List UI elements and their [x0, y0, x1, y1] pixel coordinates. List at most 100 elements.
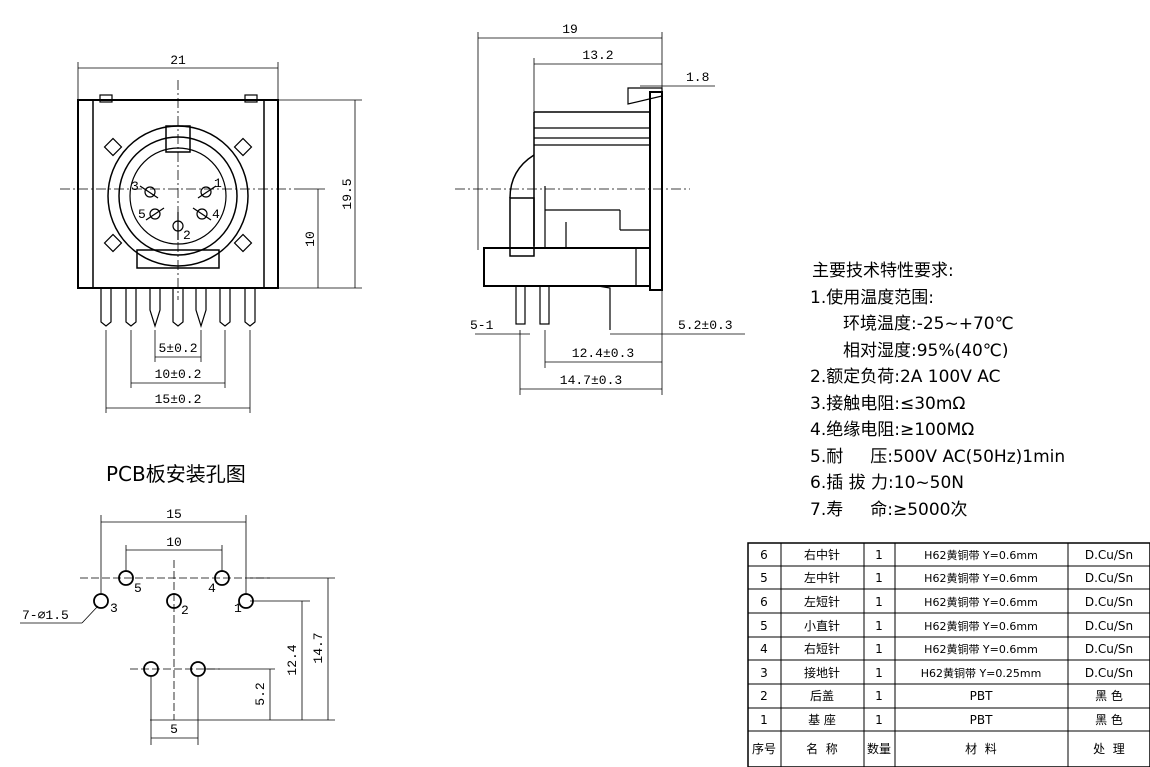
pcb-dim-14-7: 14.7	[311, 632, 326, 663]
header-finish: 处 理	[1093, 742, 1125, 756]
spec-line-8: 6.插 拔 力:10~50N	[810, 473, 964, 493]
dim-side-5-1: 5-1	[470, 318, 494, 333]
dim-pin-15: 15±0.2	[155, 392, 202, 407]
cell-material: H62黄铜带 Y=0.25mm	[921, 666, 1042, 680]
cell-qty: 1	[875, 713, 883, 727]
dim-mid-10: 10	[303, 231, 318, 247]
dim-pin-10: 10±0.2	[155, 367, 202, 382]
spec-line-2: 环境温度:-25~+70℃	[843, 314, 1014, 334]
dim-side-12-4: 12.4±0.3	[572, 346, 634, 361]
cell-qty: 1	[875, 571, 883, 585]
cell-no: 5	[760, 619, 768, 633]
pcb-dim-10: 10	[166, 535, 182, 550]
pin-label-2: 2	[183, 228, 191, 243]
pcb-dim-5-2: 5.2	[253, 682, 268, 705]
cell-no: 5	[760, 571, 768, 585]
pcb-layout	[20, 515, 335, 745]
cell-material: H62黄铜带 Y=0.6mm	[924, 619, 1038, 633]
hole-label-1: 1	[234, 601, 242, 616]
parts-table: 6 右中针 1 H62黄铜带 Y=0.6mm D.Cu/Sn 5 左中针 1 H…	[752, 547, 1133, 756]
spec-line-5: 3.接触电阻:≤30mΩ	[810, 394, 965, 414]
cell-material: PBT	[970, 713, 993, 727]
spec-line-3: 相对湿度:95%(40℃)	[843, 341, 1009, 361]
table-row: 5 小直针 1 H62黄铜带 Y=0.6mm D.Cu/Sn	[760, 618, 1133, 633]
cell-finish: D.Cu/Sn	[1085, 595, 1133, 609]
cell-finish: D.Cu/Sn	[1085, 666, 1133, 680]
cell-name: 右短针	[804, 641, 840, 656]
dim-side-13-2: 13.2	[582, 48, 613, 63]
cell-name: 右中针	[804, 547, 840, 562]
spec-line-6: 4.绝缘电阻:≥100MΩ	[810, 420, 974, 440]
cell-material: PBT	[970, 689, 993, 703]
header-no: 序号	[752, 741, 776, 756]
dim-pin-5: 5±0.2	[158, 341, 197, 356]
cell-name: 接地针	[804, 665, 840, 680]
hole-label-4: 4	[208, 581, 216, 596]
table-row: 3 接地针 1 H62黄铜带 Y=0.25mm D.Cu/Sn	[760, 665, 1133, 680]
table-row: 2 后盖 1 PBT 黑 色	[760, 689, 1123, 703]
cell-qty: 1	[875, 642, 883, 656]
side-view	[455, 32, 745, 395]
cell-qty: 1	[875, 595, 883, 609]
hole-label-5: 5	[134, 581, 142, 596]
cell-qty: 1	[875, 548, 883, 562]
header-name: 名 称	[806, 741, 838, 756]
spec-line-7: 5.耐 压:500V AC(50Hz)1min	[810, 447, 1065, 467]
table-row: 1 基 座 1 PBT 黑 色	[760, 712, 1123, 727]
header-material: 材 料	[965, 742, 997, 756]
cell-no: 4	[760, 642, 768, 656]
table-header: 序号 名 称 数量 材 料 处 理	[752, 741, 1125, 756]
cell-qty: 1	[875, 619, 883, 633]
header-qty: 数量	[867, 741, 891, 756]
cell-finish: D.Cu/Sn	[1085, 619, 1133, 633]
cell-material: H62黄铜带 Y=0.6mm	[924, 548, 1038, 562]
spec-line-9: 7.寿 命:≥5000次	[810, 500, 967, 520]
cell-finish: D.Cu/Sn	[1085, 642, 1133, 656]
cell-name: 左中针	[804, 570, 840, 585]
pcb-dim-5: 5	[170, 722, 178, 737]
pin-label-4: 4	[212, 207, 220, 222]
cell-no: 6	[760, 595, 768, 609]
pcb-title: PCB板安装孔图	[106, 462, 246, 486]
table-row: 6 左短针 1 H62黄铜带 Y=0.6mm D.Cu/Sn	[760, 594, 1133, 609]
cell-finish: 黑 色	[1095, 689, 1123, 703]
specs-heading: 主要技术特性要求:	[812, 261, 954, 281]
cell-no: 6	[760, 548, 768, 562]
cell-no: 2	[760, 689, 768, 703]
cell-finish: D.Cu/Sn	[1085, 548, 1133, 562]
cell-no: 3	[760, 666, 768, 680]
cell-name: 后盖	[810, 689, 834, 703]
dim-side-19: 19	[562, 22, 578, 37]
hole-label-2: 2	[181, 603, 189, 618]
pin-label-5: 5	[138, 207, 146, 222]
table-row: 4 右短针 1 H62黄铜带 Y=0.6mm D.Cu/Sn	[760, 641, 1133, 656]
dim-side-14-7: 14.7±0.3	[560, 373, 622, 388]
pcb-dim-12-4: 12.4	[285, 644, 300, 675]
cell-name: 左短针	[804, 594, 840, 609]
table-row: 5 左中针 1 H62黄铜带 Y=0.6mm D.Cu/Sn	[760, 570, 1133, 585]
dim-side-1-8: 1.8	[686, 70, 709, 85]
spec-line-4: 2.额定负荷:2A 100V AC	[810, 367, 1000, 387]
dim-side-5-2: 5.2±0.3	[678, 318, 733, 333]
table-row: 6 右中针 1 H62黄铜带 Y=0.6mm D.Cu/Sn	[760, 547, 1133, 562]
pin-label-1: 1	[214, 176, 222, 191]
parts-table-grid	[747, 542, 1150, 767]
spec-line-1: 1.使用温度范围:	[810, 287, 934, 308]
pcb-dim-hole: 7-⌀1.5	[22, 608, 69, 623]
front-view	[60, 62, 362, 413]
cell-material: H62黄铜带 Y=0.6mm	[924, 642, 1038, 656]
cell-no: 1	[760, 713, 768, 727]
cell-qty: 1	[875, 689, 883, 703]
cell-finish: D.Cu/Sn	[1085, 571, 1133, 585]
cell-material: H62黄铜带 Y=0.6mm	[924, 595, 1038, 609]
dim-width-21: 21	[170, 53, 186, 68]
hole-label-3: 3	[110, 601, 118, 616]
dim-height-19-5: 19.5	[340, 178, 355, 209]
pin-label-3: 3	[131, 179, 139, 194]
pcb-dim-15: 15	[166, 507, 182, 522]
cell-material: H62黄铜带 Y=0.6mm	[924, 571, 1038, 585]
cell-qty: 1	[875, 666, 883, 680]
cell-name: 基 座	[808, 712, 836, 727]
cell-finish: 黑 色	[1095, 713, 1123, 727]
